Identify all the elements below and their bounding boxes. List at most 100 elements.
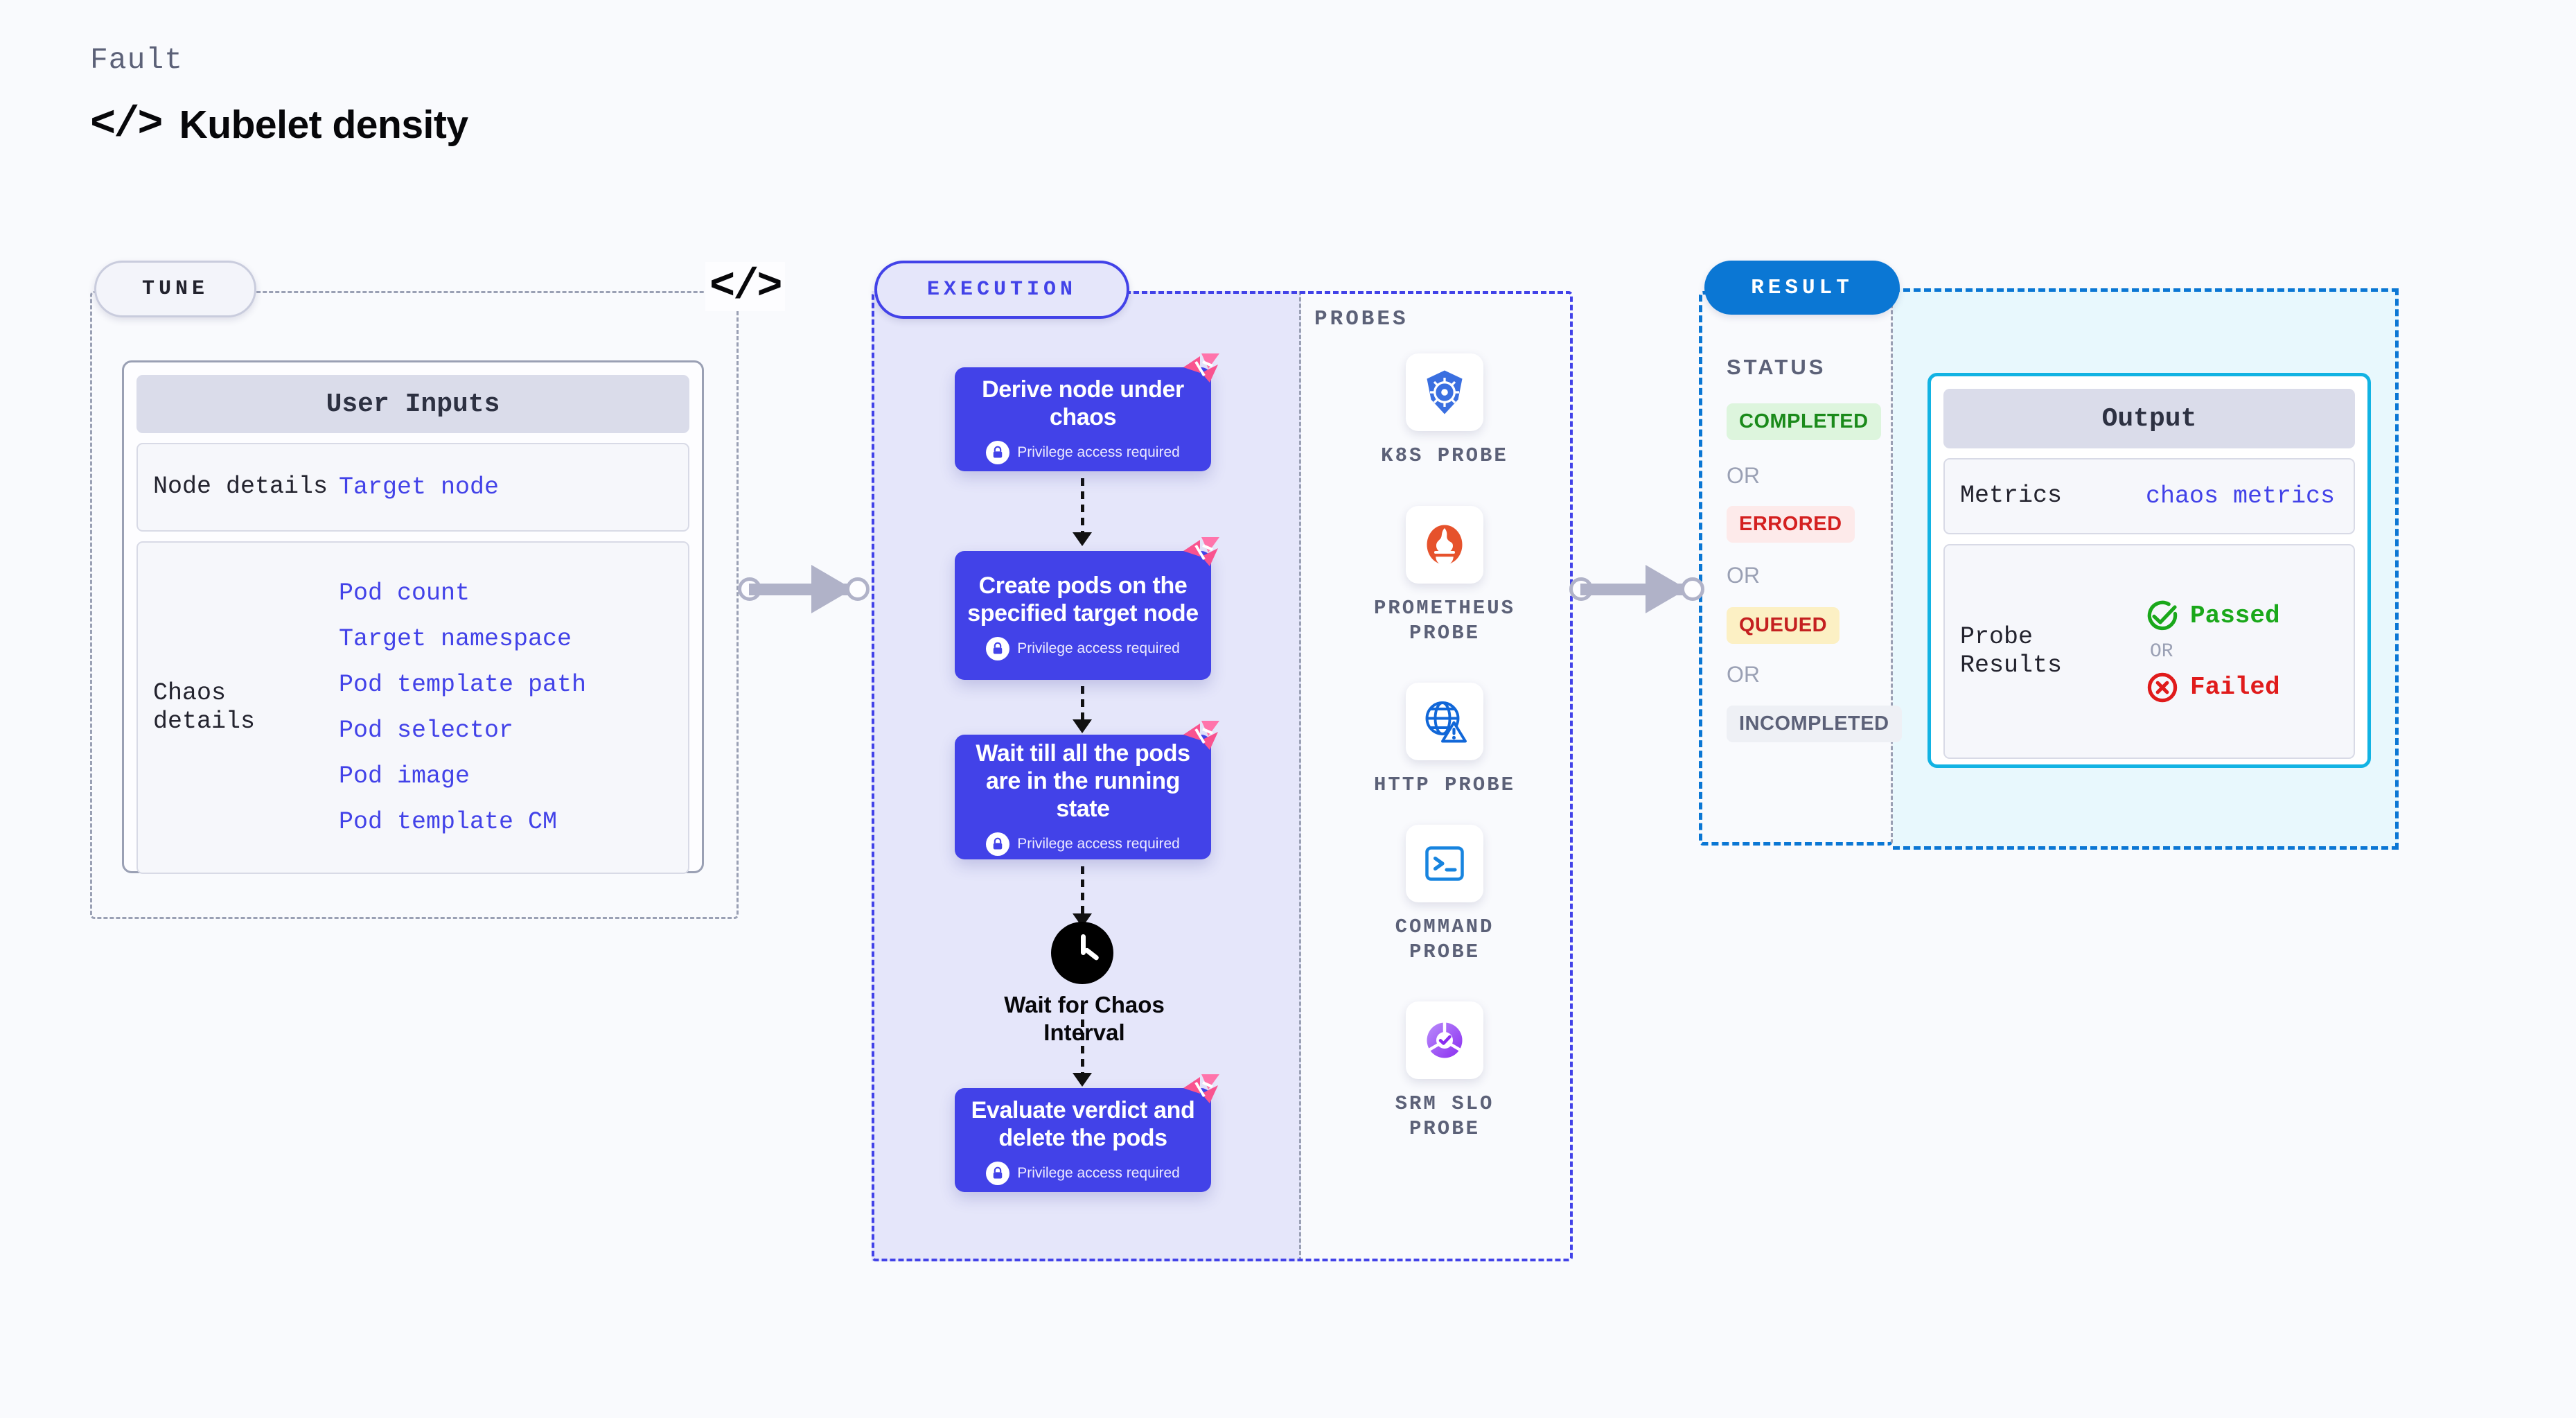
probe-label: K8S PROBE [1381, 444, 1508, 467]
metrics-row: Metrics chaos metrics [1943, 458, 2355, 534]
chaos-details-values: Pod count Target namespace Pod template … [339, 579, 586, 836]
input-target-namespace[interactable]: Target namespace [339, 625, 572, 653]
chaos-flag-icon [1183, 721, 1219, 750]
step-title: Derive node under chaos [982, 376, 1184, 430]
input-pod-template-path[interactable]: Pod template path [339, 671, 587, 699]
lock-icon [986, 441, 1010, 465]
chaos-flag-icon [1183, 353, 1219, 383]
lock-icon [986, 637, 1010, 661]
probe-label: PROMETHEUS PROBE [1373, 597, 1516, 645]
or-separator: OR [1727, 563, 1760, 588]
tune-panel [90, 291, 739, 919]
page-header: Fault </> Kubelet density [90, 43, 468, 148]
privilege-text: Privilege access required [1017, 640, 1180, 657]
probe-label: SRM SLO PROBE [1395, 1092, 1494, 1141]
probes-section-label: PROBES [1314, 307, 1409, 331]
input-pod-image[interactable]: Pod image [339, 762, 470, 790]
input-pod-template-cm[interactable]: Pod template CM [339, 808, 558, 836]
or-separator: OR [1727, 662, 1760, 687]
node-details-values: Target node [339, 473, 499, 501]
code-brackets-icon: </> [90, 100, 164, 149]
verdict-passed: Passed [2146, 599, 2280, 633]
execution-step-3[interactable]: Wait till all the pods are in the runnin… [955, 721, 1219, 859]
probe-results-key: Probe Results [1960, 622, 2063, 679]
probe-item-command[interactable]: COMMAND PROBE [1368, 825, 1521, 965]
privilege-note: Privilege access required [986, 1162, 1180, 1186]
flow-dash-4 [1081, 1006, 1084, 1076]
srm-slo-icon [1406, 1001, 1483, 1079]
flow-dash-3 [1081, 866, 1084, 916]
user-inputs-card: User Inputs Node details Target node Cha… [122, 360, 704, 874]
privilege-text: Privilege access required [1017, 836, 1180, 852]
chaos-details-key: Chaos details [153, 679, 256, 735]
probe-results-row: Probe Results Passed OR Failed [1943, 544, 2355, 759]
execution-step-1[interactable]: Derive node under chaos Privilege access… [955, 353, 1219, 471]
connector-arrowhead [1646, 565, 1687, 613]
page-title: Kubelet density [179, 103, 468, 147]
status-section-label: STATUS [1727, 355, 1826, 379]
connector-tune-to-execution [738, 565, 870, 613]
code-brackets-icon: </> [705, 262, 785, 311]
chaos-flag-icon [1183, 1074, 1219, 1103]
input-pod-selector[interactable]: Pod selector [339, 717, 514, 744]
or-separator: OR [2150, 640, 2173, 663]
privilege-text: Privilege access required [1017, 444, 1180, 461]
kubernetes-icon [1406, 353, 1483, 431]
clock-hand-minute [1084, 947, 1100, 961]
prometheus-icon [1406, 506, 1483, 584]
probe-label: COMMAND PROBE [1395, 916, 1494, 964]
metrics-key: Metrics [1960, 482, 2063, 510]
fault-kicker: Fault [90, 43, 184, 77]
tune-stage-pill[interactable]: TUNE [94, 261, 256, 317]
flow-arrow-4 [1073, 1073, 1092, 1087]
probe-item-k8s[interactable]: K8S PROBE [1368, 353, 1521, 469]
http-globe-icon [1406, 683, 1483, 760]
execution-step-4[interactable]: Evaluate verdict and delete the pods Pri… [955, 1074, 1219, 1192]
or-separator: OR [1727, 463, 1760, 488]
privilege-note: Privilege access required [986, 441, 1180, 465]
execution-stage-pill[interactable]: EXECUTION [874, 261, 1129, 319]
connector-end-dot [846, 577, 870, 601]
flow-arrow-2 [1073, 719, 1092, 733]
flow-dash-2 [1081, 686, 1084, 722]
node-details-key: Node details [153, 473, 328, 501]
execution-step-2[interactable]: Create pods on the specified target node… [955, 537, 1219, 680]
input-target-node[interactable]: Target node [339, 473, 500, 501]
check-circle-icon [2147, 600, 2178, 630]
status-badge-queued: QUEUED [1727, 607, 1840, 644]
passed-label: Passed [2190, 602, 2280, 630]
input-pod-count[interactable]: Pod count [339, 579, 470, 607]
metrics-value[interactable]: chaos metrics [2146, 482, 2336, 510]
clock-icon [1051, 922, 1113, 984]
lock-icon [986, 832, 1010, 857]
user-inputs-title: User Inputs [136, 375, 689, 433]
flow-arrow-1 [1073, 532, 1092, 546]
connector-end-dot [1681, 577, 1704, 601]
probe-results-values: Passed OR Failed [2146, 599, 2280, 704]
privilege-note: Privilege access required [986, 832, 1180, 857]
status-badge-errored: ERRORED [1727, 506, 1855, 543]
privilege-text: Privilege access required [1017, 1165, 1180, 1182]
output-card: Output Metrics chaos metrics Probe Resul… [1927, 373, 2371, 768]
step-title: Wait till all the pods are in the runnin… [976, 739, 1190, 823]
output-title: Output [1943, 389, 2355, 448]
flow-dash-1 [1081, 478, 1084, 535]
privilege-note: Privilege access required [986, 637, 1180, 661]
x-circle-icon [2147, 672, 2178, 702]
probe-item-http[interactable]: HTTP PROBE [1368, 683, 1521, 798]
status-badge-completed: COMPLETED [1727, 403, 1881, 440]
chaos-details-row: Chaos details Pod count Target namespace… [136, 541, 689, 874]
wait-for-chaos-interval-label: Wait for Chaos Interval [1004, 992, 1165, 1045]
probe-item-srm-slo[interactable]: SRM SLO PROBE [1368, 1001, 1521, 1142]
result-stage-pill[interactable]: RESULT [1704, 261, 1900, 315]
probe-item-prometheus[interactable]: PROMETHEUS PROBE [1368, 506, 1521, 647]
status-badge-incompleted: INCOMPLETED [1727, 706, 1902, 742]
connector-execution-to-result [1569, 565, 1704, 613]
step-title: Create pods on the specified target node [967, 572, 1199, 627]
step-title: Evaluate verdict and delete the pods [971, 1096, 1195, 1151]
title-row: </> Kubelet density [90, 102, 468, 148]
clock-hand-hour [1081, 934, 1086, 955]
lock-icon [986, 1162, 1010, 1186]
node-details-row: Node details Target node [136, 443, 689, 532]
failed-label: Failed [2190, 673, 2280, 701]
